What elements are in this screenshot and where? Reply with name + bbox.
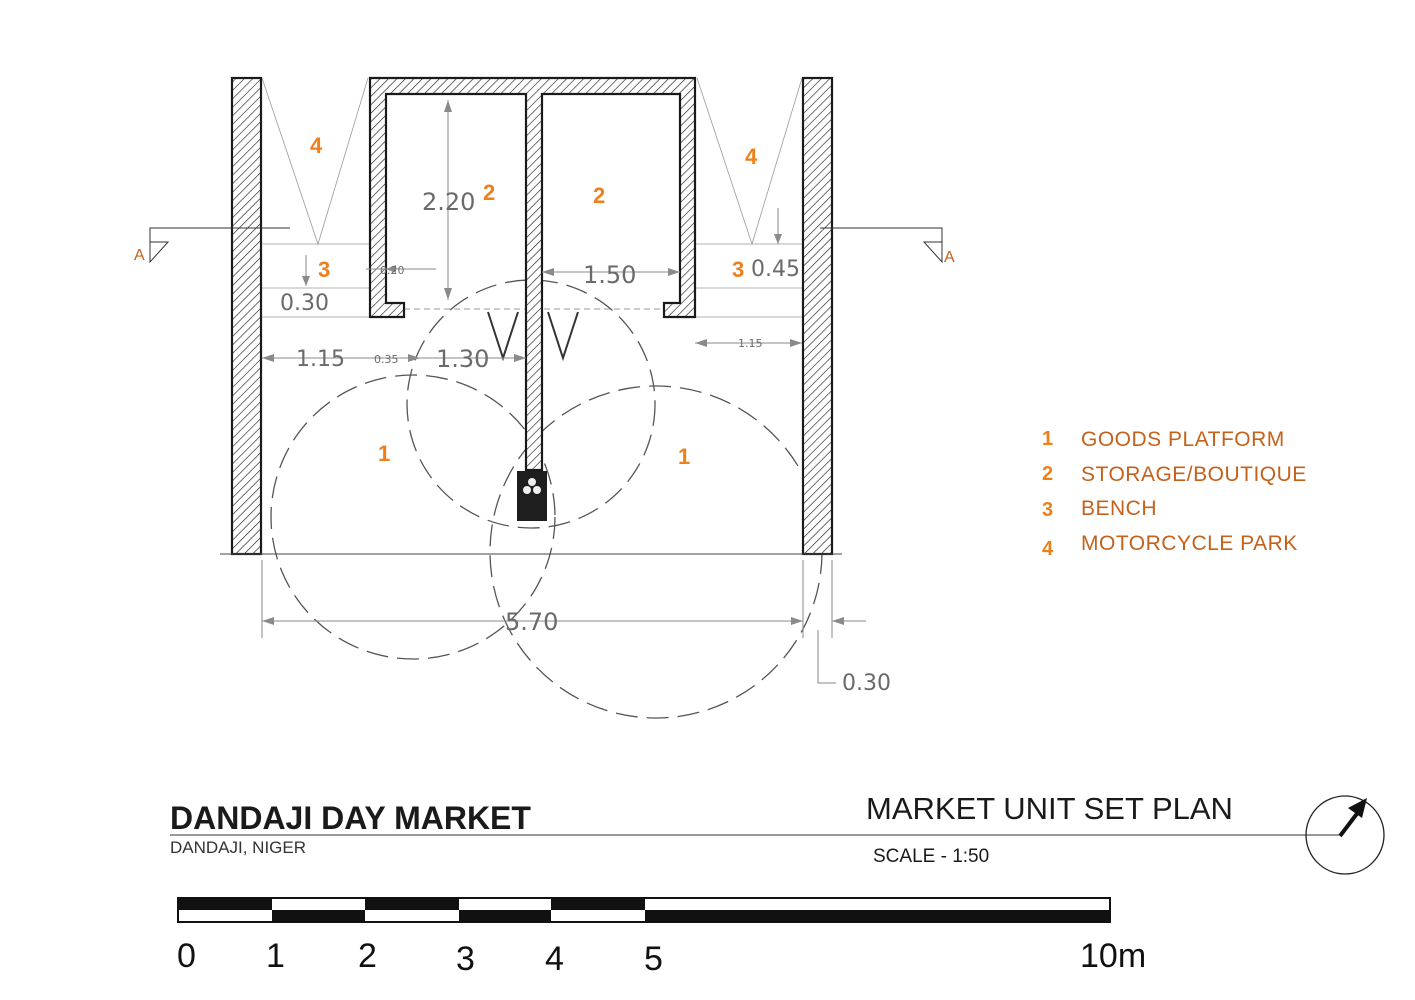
scale-tick-3: 3 (456, 940, 475, 978)
section-label-right: A (944, 249, 955, 266)
legend-label-3: BENCH (1081, 497, 1157, 520)
dim-right-bay: 1.15 (738, 337, 763, 350)
zone-2-right: 2 (593, 183, 605, 208)
zone-1-left: 1 (378, 441, 390, 466)
zone-4-left: 4 (310, 133, 323, 158)
legend-num-4: 4 (1042, 538, 1054, 560)
storage-walls (368, 76, 697, 472)
legend-num-3: 3 (1042, 499, 1053, 521)
zone-1-right: 1 (678, 444, 690, 469)
drawing-title: MARKET UNIT SET PLAN (866, 791, 1233, 826)
scale-tick-10m: 10m (1080, 937, 1146, 975)
legend-label-4: MOTORCYCLE PARK (1081, 532, 1298, 555)
dim-return: 0.35 (374, 353, 399, 366)
dim-partition: 0.20 (380, 264, 405, 277)
scale-tick-5: 5 (644, 940, 663, 978)
dim-wall: 0.30 (842, 671, 891, 696)
left-wall (230, 76, 263, 556)
utility-post (517, 471, 547, 521)
dim-door: 1.30 (436, 345, 489, 373)
legend-num-2: 2 (1042, 463, 1053, 485)
zone-2-left: 2 (483, 180, 495, 205)
dim-opening: 1.50 (583, 261, 636, 289)
dim-bench-right: 0.45 (751, 257, 800, 282)
legend: 1 GOODS PLATFORM 2 STORAGE/BOUTIQUE 3 BE… (1042, 428, 1307, 560)
title-block: DANDAJI DAY MARKET DANDAJI, NIGER MARKET… (170, 791, 1340, 867)
dim-storage-depth: 2.20 (422, 188, 475, 216)
north-arrow-icon (1305, 795, 1385, 875)
dimension-lines (261, 100, 866, 684)
legend-num-1: 1 (1042, 428, 1053, 450)
legend-label-2: STORAGE/BOUTIQUE (1081, 463, 1307, 486)
section-marker-right: A (820, 227, 955, 266)
section-marker-left: A (134, 227, 290, 264)
scale-bar: 0 1 2 3 4 5 10m (177, 897, 1146, 978)
scale-tick-0: 0 (177, 937, 196, 975)
scale-label: SCALE - 1:50 (873, 846, 989, 867)
project-location: DANDAJI, NIGER (170, 838, 306, 857)
project-title: DANDAJI DAY MARKET (170, 800, 531, 836)
dimension-labels: 2.20 0.20 1.50 0.45 0.30 1.15 0.35 1.30 … (280, 188, 891, 696)
legend-label-1: GOODS PLATFORM (1081, 428, 1285, 451)
dim-overall: 5.70 (505, 608, 558, 636)
zone-labels: 4 4 2 2 3 3 1 1 (310, 133, 758, 469)
scale-tick-1: 1 (266, 937, 285, 975)
scale-tick-2: 2 (358, 937, 377, 975)
zone-4-right: 4 (745, 144, 758, 169)
right-wall (801, 76, 834, 556)
dim-left-bay: 1.15 (296, 347, 345, 372)
dim-bench-left: 0.30 (280, 291, 329, 316)
zone-3-right: 3 (732, 257, 744, 282)
zone-3-left: 3 (318, 257, 330, 282)
scale-tick-4: 4 (545, 940, 564, 978)
section-label-left: A (134, 247, 145, 264)
